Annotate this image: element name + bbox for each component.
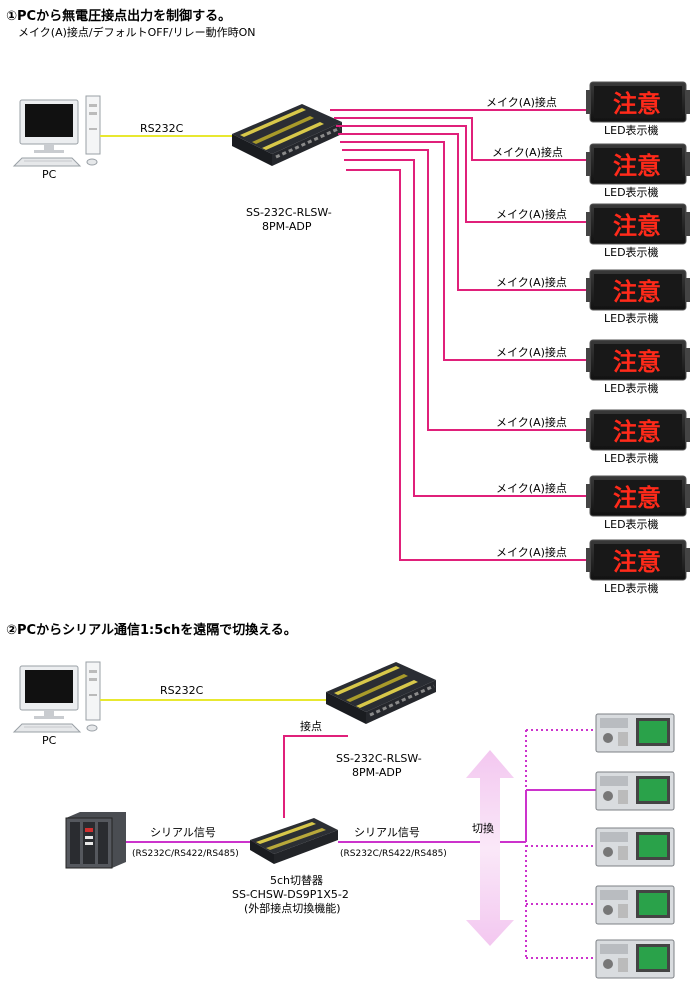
led-text: 注意: [613, 348, 661, 376]
led-text: 注意: [613, 90, 661, 118]
serial-label-right: シリアル信号: [354, 826, 420, 839]
led-text: 注意: [613, 548, 661, 576]
section2-pc-icon: [13, 661, 101, 733]
led-text: 注意: [613, 484, 661, 512]
section2-contact-line: [283, 735, 348, 818]
serial-sub-right: (RS232C/RS422/RS485): [340, 849, 447, 859]
target-device-1: [595, 713, 675, 753]
section1-cable-label: RS232C: [140, 122, 184, 135]
contact-label: メイク(A)接点: [496, 208, 567, 221]
serial-label-left: シリアル信号: [150, 826, 216, 839]
section1-subtitle: メイク(A)接点/デフォルトOFF/リレー動作時ON: [18, 25, 256, 39]
switch-label-line1: 5ch切替器: [270, 873, 323, 887]
target-device-5: [595, 939, 675, 979]
switcher-device: [250, 818, 338, 864]
section1-device-label-line2: 8PM-ADP: [262, 220, 312, 233]
target-device-4: [595, 885, 675, 925]
section1-pc-label: PC: [42, 168, 57, 181]
switch-label-line2: SS-CHSW-DS9P1X5-2: [232, 888, 349, 901]
led-unit-1: メイク(A)接点 注意 LED表示機: [486, 81, 691, 137]
section2-pc-label: PC: [42, 734, 57, 747]
section2-contact-label: 接点: [300, 720, 322, 733]
contact-label: メイク(A)接点: [492, 146, 563, 159]
section1-device-label-line1: SS-232C-RLSW-: [246, 206, 332, 219]
contact-label: メイク(A)接点: [496, 346, 567, 359]
target-device-2: [595, 771, 675, 811]
section2-relay-label-line2: 8PM-ADP: [352, 766, 402, 779]
switch-arrow-icon: [466, 750, 514, 946]
led-unit-2: メイク(A)接点 注意 LED表示機: [492, 143, 691, 199]
led-caption: LED表示機: [604, 245, 659, 259]
section1-relay-device: [230, 102, 344, 168]
led-text: 注意: [613, 152, 661, 180]
led-unit-4: メイク(A)接点 注意 LED表示機: [496, 269, 691, 325]
led-unit-6: メイク(A)接点 注意 LED表示機: [496, 409, 691, 465]
led-unit-3: メイク(A)接点 注意 LED表示機: [496, 203, 691, 259]
arrow-label: 切換: [472, 822, 494, 835]
section2-title: ②PCからシリアル通信1:5chを遠隔で切換える。: [6, 622, 297, 638]
led-caption: LED表示機: [604, 185, 659, 199]
target-device-3: [595, 827, 675, 867]
contact-label: メイク(A)接点: [496, 416, 567, 429]
section1-title: ①PCから無電圧接点出力を制御する。: [6, 8, 231, 24]
led-text: 注意: [613, 212, 661, 240]
section1-pc-icon: [13, 95, 101, 167]
led-caption: LED表示機: [604, 581, 659, 595]
contact-label: メイク(A)接点: [496, 546, 567, 559]
led-caption: LED表示機: [604, 123, 659, 137]
switch-label-line3: (外部接点切換機能): [244, 901, 341, 915]
led-caption: LED表示機: [604, 381, 659, 395]
section1-relay-lines: [330, 109, 600, 561]
led-unit-5: メイク(A)接点 注意 LED表示機: [496, 339, 691, 395]
serial-equipment-icon: [65, 811, 127, 869]
section2-relay-label-line1: SS-232C-RLSW-: [336, 752, 422, 765]
section2-relay-device: [324, 660, 438, 726]
led-text: 注意: [613, 278, 661, 306]
section2-cable-label: RS232C: [160, 684, 204, 697]
led-caption: LED表示機: [604, 517, 659, 531]
contact-label: メイク(A)接点: [486, 96, 557, 109]
target-bus: [525, 729, 596, 960]
led-caption: LED表示機: [604, 451, 659, 465]
led-unit-8: メイク(A)接点 注意 LED表示機: [496, 539, 691, 595]
led-unit-7: メイク(A)接点 注意 LED表示機: [496, 475, 691, 531]
serial-sub-left: (RS232C/RS422/RS485): [132, 849, 239, 859]
led-caption: LED表示機: [604, 311, 659, 325]
contact-label: メイク(A)接点: [496, 276, 567, 289]
contact-label: メイク(A)接点: [496, 482, 567, 495]
led-text: 注意: [613, 418, 661, 446]
